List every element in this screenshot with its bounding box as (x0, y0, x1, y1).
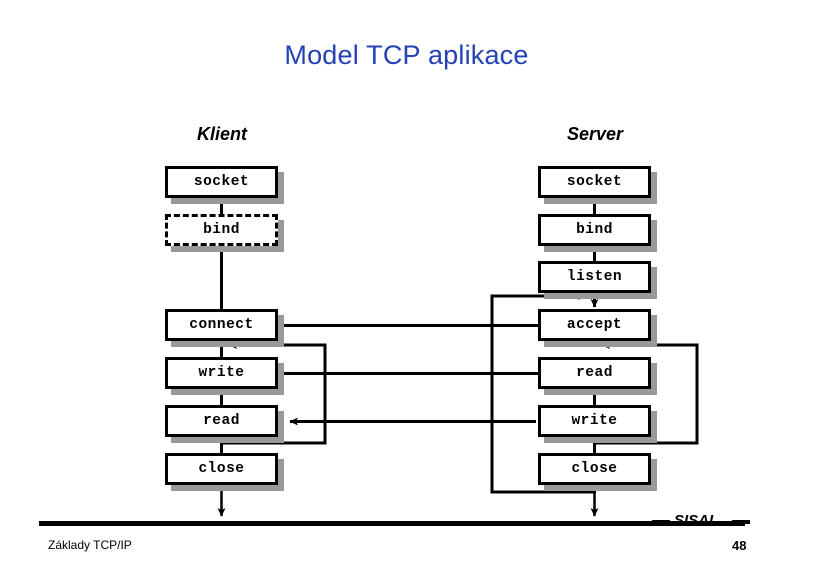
node-client-socket[interactable]: socket (165, 166, 278, 198)
page-number: 48 (732, 538, 747, 553)
page-title: Model TCP aplikace (284, 40, 529, 70)
column-header-client: Klient (196, 124, 247, 144)
node-server-accept[interactable]: accept (538, 309, 651, 341)
node-server-socket[interactable]: socket (538, 166, 651, 198)
node-server-bind[interactable]: bind (538, 214, 651, 246)
footer-divider (39, 521, 745, 526)
node-client-write[interactable]: write (165, 357, 278, 389)
node-server-write[interactable]: write (538, 405, 651, 437)
node-client-close[interactable]: close (165, 453, 278, 485)
brand-dash-right-icon (732, 520, 750, 524)
brand-logo: SISAL (652, 512, 802, 532)
node-client-connect[interactable]: connect (165, 309, 278, 341)
node-client-read[interactable]: read (165, 405, 278, 437)
node-client-bind[interactable]: bind (165, 214, 278, 246)
node-server-close[interactable]: close (538, 453, 651, 485)
brand-dash-left-icon (652, 520, 670, 524)
brand-name: SISAL (674, 512, 719, 529)
column-header-server: Server (566, 124, 624, 144)
footer-course-label: Základy TCP/IP (48, 538, 132, 552)
node-server-read[interactable]: read (538, 357, 651, 389)
node-server-listen[interactable]: listen (538, 261, 651, 293)
